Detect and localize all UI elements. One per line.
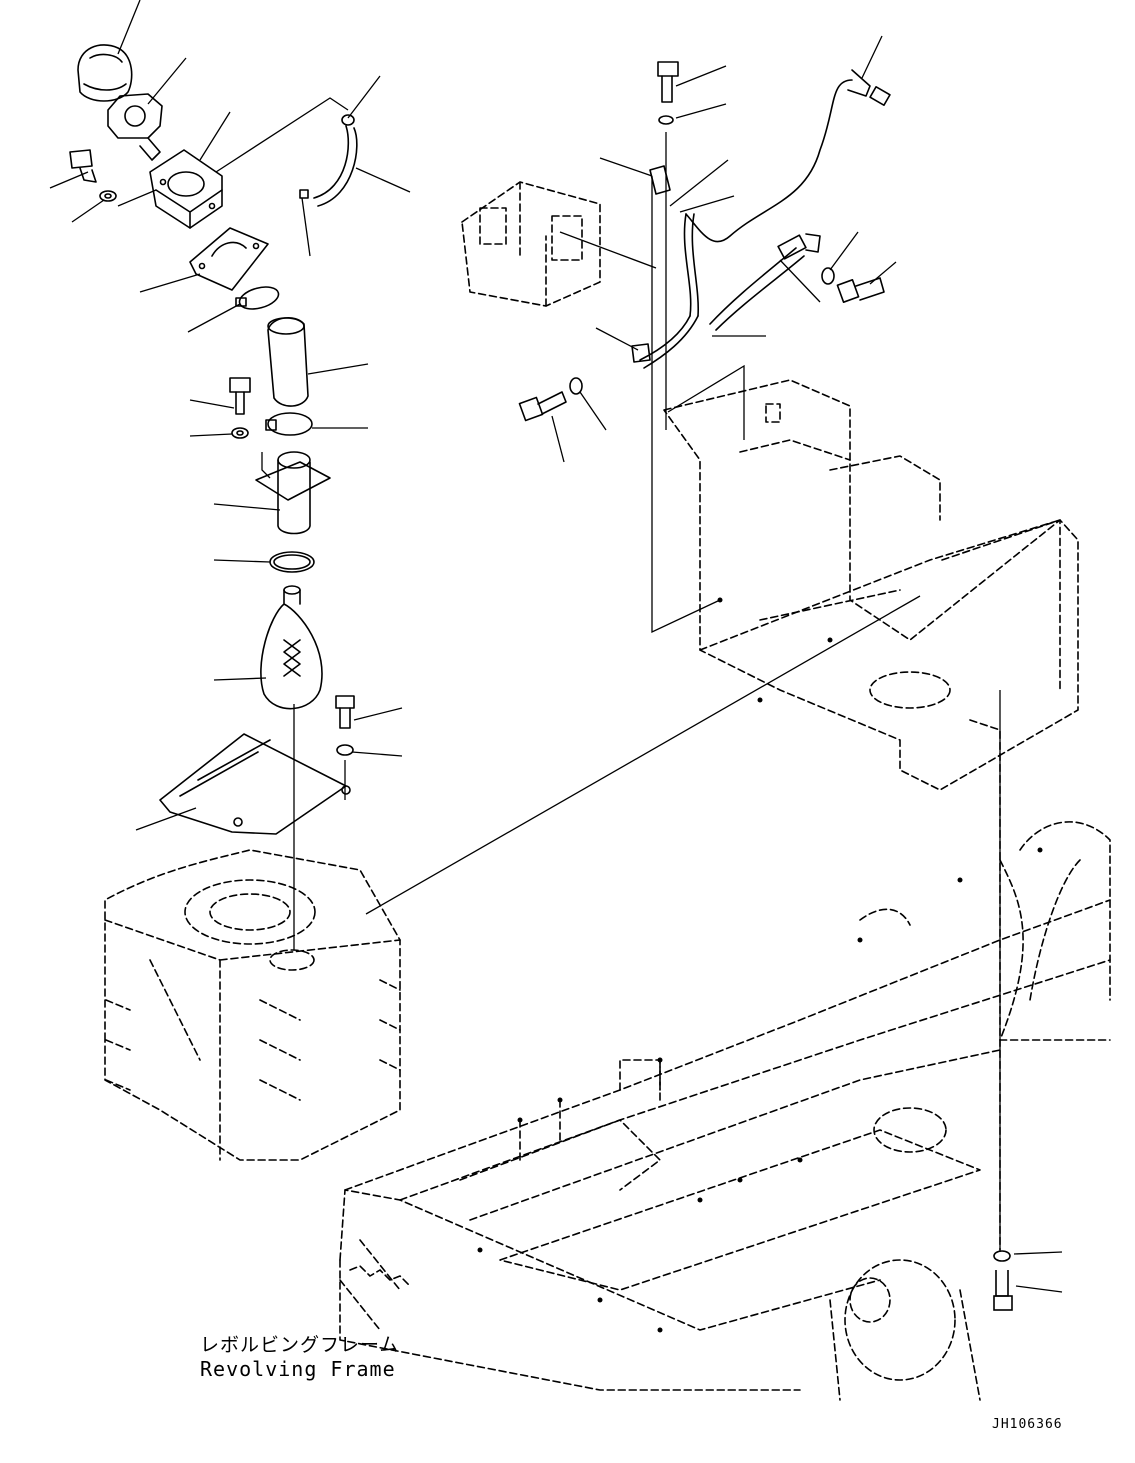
frame-holes (477, 597, 1043, 1333)
bolt-left-3 (335, 695, 355, 729)
bolt-right-top (657, 61, 679, 103)
cap-part (77, 44, 133, 102)
washer-right-mid (569, 377, 583, 395)
washer-left-1 (99, 190, 117, 202)
bolt-left-2 (229, 377, 251, 415)
strainer-part (260, 585, 323, 710)
o-ring-part (269, 551, 315, 573)
hose-clamp-upper (235, 286, 280, 310)
washer-right-side (821, 267, 835, 285)
washer-right-top (658, 115, 674, 125)
small-hose-part (299, 114, 358, 207)
bolt-right-mid (518, 391, 567, 422)
flange-part (149, 149, 223, 229)
clip-lower (631, 343, 651, 363)
control-valve-block (461, 181, 601, 307)
revolving-frame-label-english: Revolving Frame (200, 1357, 396, 1381)
bolt-right-side (836, 277, 885, 303)
drawing-id: JH106366 (992, 1417, 1063, 1432)
fuel-tank (104, 849, 401, 1161)
tube-flange-part (255, 451, 331, 535)
bolt-bottom-right (993, 1250, 1013, 1311)
clip-upper (649, 165, 671, 195)
wiring-harness (639, 69, 891, 369)
hose-clamp-lower (265, 412, 313, 436)
leader-lines (49, 0, 1063, 1293)
revolving-frame-label-japanese: レボルビングフレーム (200, 1334, 400, 1356)
support-bracket (663, 379, 1079, 791)
bolt-left-1 (69, 149, 97, 183)
washer-left-2 (231, 427, 249, 439)
filler-pipe-part (267, 317, 309, 407)
bracket-part (189, 227, 269, 291)
revolving-frame (339, 719, 1111, 1401)
breather-part (107, 93, 163, 161)
cover-plate-part (159, 733, 351, 835)
washer-left-3 (336, 744, 354, 756)
